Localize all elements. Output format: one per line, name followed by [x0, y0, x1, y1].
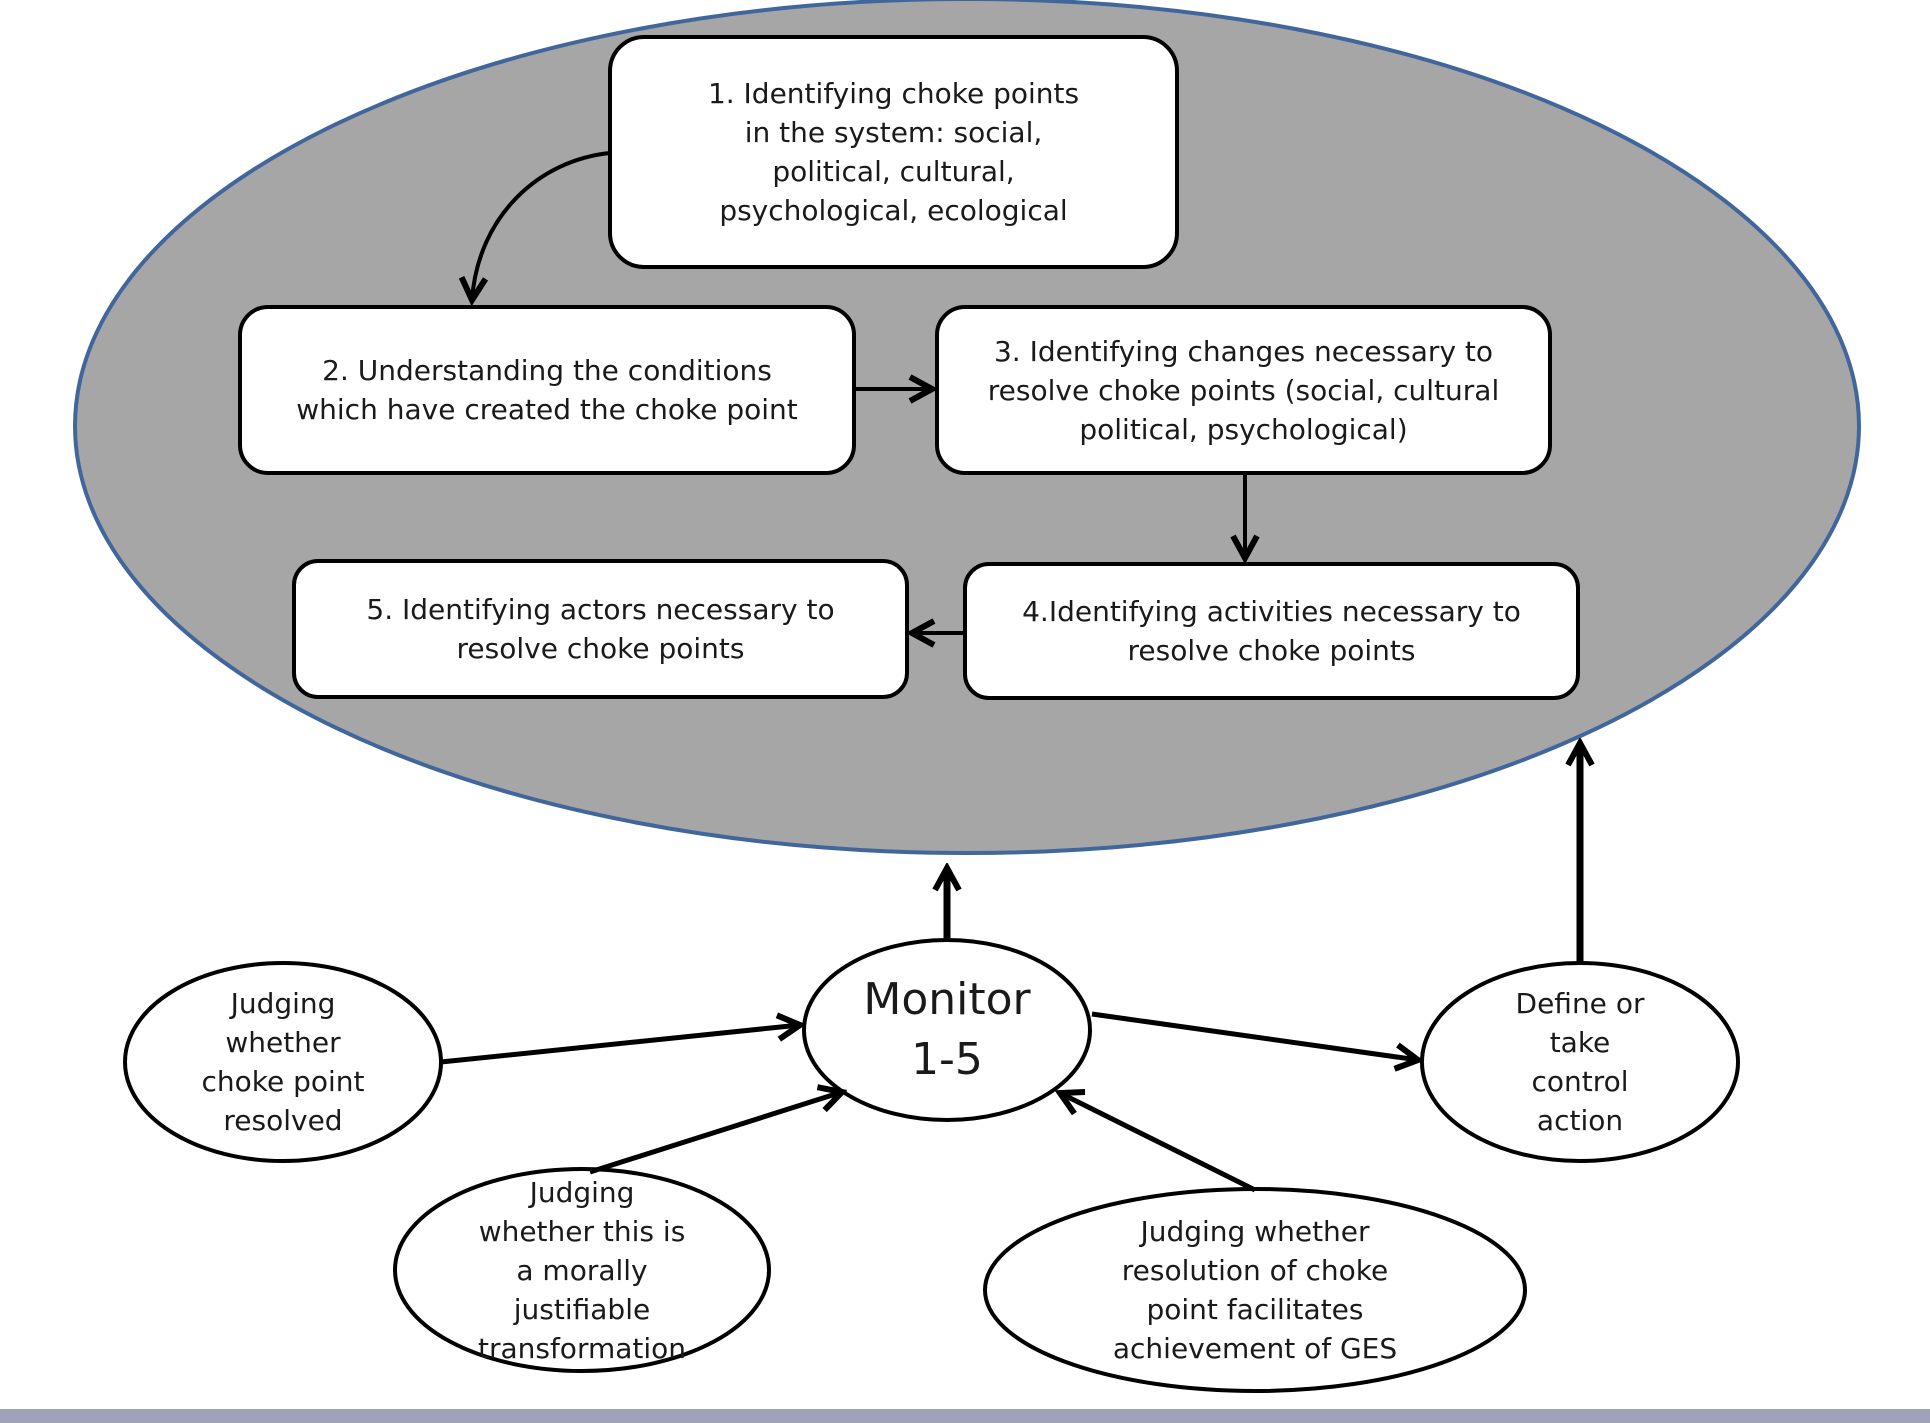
step3-label: 3. Identifying changes necessary to reso…: [987, 334, 1500, 446]
judging-moral-node: [393, 1167, 771, 1373]
step1-box: [608, 35, 1179, 269]
arrow-monitor-to-control: [1091, 1011, 1418, 1060]
control-action-label: Define or take control action: [1515, 987, 1645, 1137]
step5-label: 5. Identifying actors necessary to resol…: [366, 593, 835, 665]
arrow-ges-to-monitor: [1060, 1093, 1257, 1193]
judging-moral-label: Judging whether this is a morally justif…: [477, 1175, 687, 1365]
arrow-moral-to-monitor: [589, 1092, 842, 1175]
step2-label: 2. Understanding the conditions which ha…: [296, 354, 798, 426]
arrow-step1-to-step2: [472, 151, 611, 300]
judging-resolved-label: Judging whether choke point resolved: [201, 987, 365, 1137]
monitor-label: Monitor 1-5: [863, 974, 1031, 1085]
bottom-bar: [0, 1409, 1930, 1423]
step4-label: 4.Identifying activities necessary to re…: [1022, 595, 1521, 667]
judging-ges-label: Judging whether resolution of choke poin…: [1112, 1215, 1398, 1365]
arrow-resolved-to-monitor: [440, 1025, 800, 1065]
step1-label: 1. Identifying choke points in the syste…: [707, 77, 1080, 227]
